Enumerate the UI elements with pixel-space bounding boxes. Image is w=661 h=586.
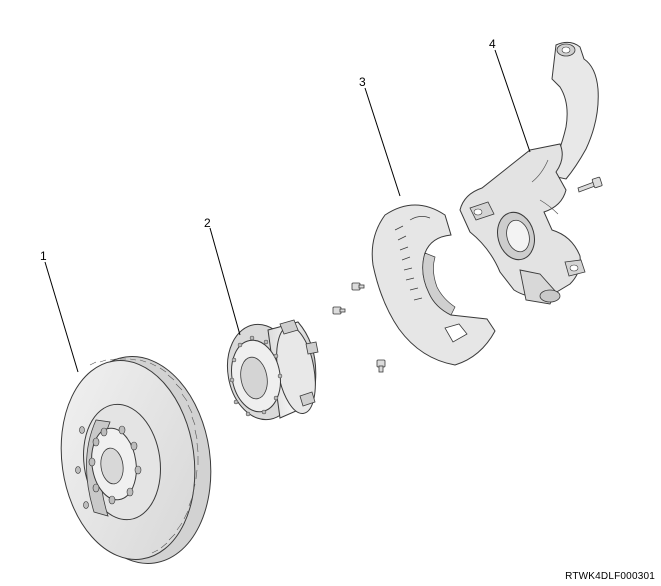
rotor-vent-slots <box>89 358 199 554</box>
leader-lines <box>44 49 531 373</box>
rotor-lug-holes <box>75 425 142 509</box>
brake-rotor <box>60 356 212 564</box>
wheel-hub-bearing <box>226 319 319 421</box>
knuckle-bolt-icon <box>577 176 603 193</box>
callout-1: 1 <box>40 249 47 263</box>
reference-code: RTWK4DLF000301 <box>565 571 655 582</box>
shield-vent-slots <box>394 225 423 301</box>
steering-knuckle <box>459 41 599 305</box>
bolt-icon <box>351 282 365 291</box>
bolt-icon <box>332 306 346 315</box>
bolt-icon <box>376 359 386 373</box>
callout-3: 3 <box>359 75 366 89</box>
shield-bolts <box>332 282 386 373</box>
callout-4: 4 <box>489 37 496 51</box>
dust-shield <box>371 204 496 366</box>
hub-studs <box>229 335 283 417</box>
callout-2: 2 <box>204 216 211 230</box>
